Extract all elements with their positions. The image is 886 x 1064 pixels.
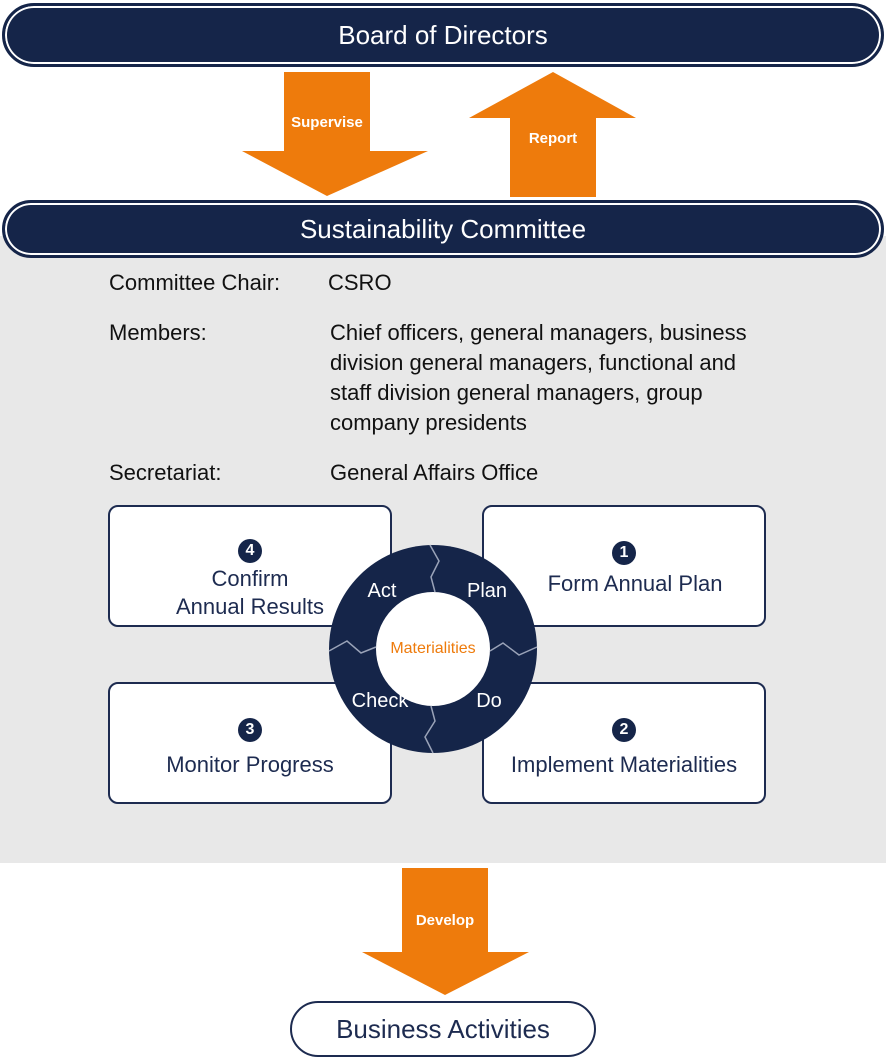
secretariat-label: Secretariat: <box>109 460 222 485</box>
cycle-plan: Plan <box>466 580 508 602</box>
cycle-center <box>376 592 490 706</box>
step-4-line1: Confirm <box>211 566 289 591</box>
step-3-box: 3 Monitor Progress <box>108 682 392 804</box>
board-label: Board of Directors <box>338 19 548 50</box>
step-3-label: Monitor Progress <box>166 752 334 777</box>
step-2-label: Implement Materialities <box>510 752 738 777</box>
develop-label: Develop <box>415 912 475 929</box>
chair-label: Committee Chair: <box>109 270 281 295</box>
members-line: company presidents <box>330 410 527 435</box>
board-of-directors: Board of Directors <box>2 3 884 67</box>
cycle-do: Do <box>476 690 502 712</box>
members-line: division general managers, functional an… <box>330 350 737 375</box>
step-4-line2: Annual Results <box>176 594 324 619</box>
cycle-dividers <box>328 544 538 754</box>
step-2-number: 2 <box>612 718 636 742</box>
business-label: Business Activities <box>336 1013 550 1044</box>
step-1-label: Form Annual Plan <box>547 571 723 596</box>
step-4-number: 4 <box>238 539 262 563</box>
report-label: Report <box>528 130 578 147</box>
sustainability-committee: Sustainability Committee <box>2 200 884 258</box>
supervise-label: Supervise <box>291 114 363 131</box>
step-1-box: 1 Form Annual Plan <box>482 505 766 627</box>
step-1-number: 1 <box>612 541 636 565</box>
step-4-box: 4 Confirm Annual Results <box>108 505 392 627</box>
members-value: Chief officers, general managers, busine… <box>330 318 747 438</box>
members-line: staff division general managers, group <box>330 380 703 405</box>
step-2-box: 2 Implement Materialities <box>482 682 766 804</box>
supervise-arrow <box>242 72 428 196</box>
pdca-cycle <box>328 544 538 754</box>
secretariat-value: General Affairs Office <box>330 460 539 485</box>
committee-label: Sustainability Committee <box>299 213 587 244</box>
members-line: Chief officers, general managers, busine… <box>330 320 747 345</box>
step-3-number: 3 <box>238 718 262 742</box>
cycle-check: Check <box>351 690 409 712</box>
members-label: Members: <box>109 320 207 345</box>
develop-arrow <box>362 868 529 995</box>
report-arrow <box>469 72 636 197</box>
cycle-center-label: Materialities <box>390 640 476 657</box>
chair-value: CSRO <box>328 270 392 295</box>
business-activities: Business Activities <box>290 1001 596 1057</box>
cycle-act: Act <box>367 580 397 602</box>
